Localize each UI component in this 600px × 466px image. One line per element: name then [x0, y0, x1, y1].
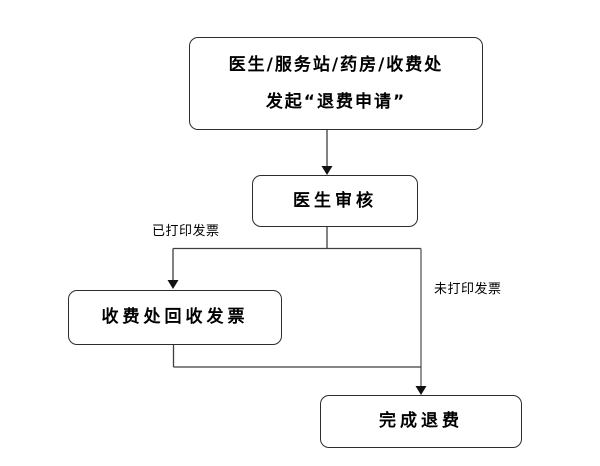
- flow-node-doctor-review: 医生审核: [252, 175, 418, 227]
- start-node-line2: 发起“退费申请”: [265, 91, 407, 112]
- flow-node-complete-refund: 完成退费: [320, 395, 522, 448]
- flow-node-recover-invoice: 收费处回收发票: [68, 290, 282, 345]
- recover-node-label: 收费处回收发票: [101, 307, 249, 328]
- arrowhead-into-recover-icon: [167, 280, 179, 289]
- review-node-label: 医生审核: [293, 190, 377, 211]
- edge-label-invoice-printed: 已打印发票: [152, 224, 220, 239]
- edge-label-invoice-not-printed: 未打印发票: [434, 282, 502, 297]
- start-node-line1: 医生/服务站/药房/收费处: [228, 55, 444, 76]
- arrowhead-into-complete-icon: [415, 386, 427, 395]
- complete-node-label: 完成退费: [379, 411, 463, 432]
- arrowhead-into-review-icon: [321, 166, 333, 175]
- flow-node-start-refund-request: 医生/服务站/药房/收费处 发起“退费申请”: [189, 37, 483, 130]
